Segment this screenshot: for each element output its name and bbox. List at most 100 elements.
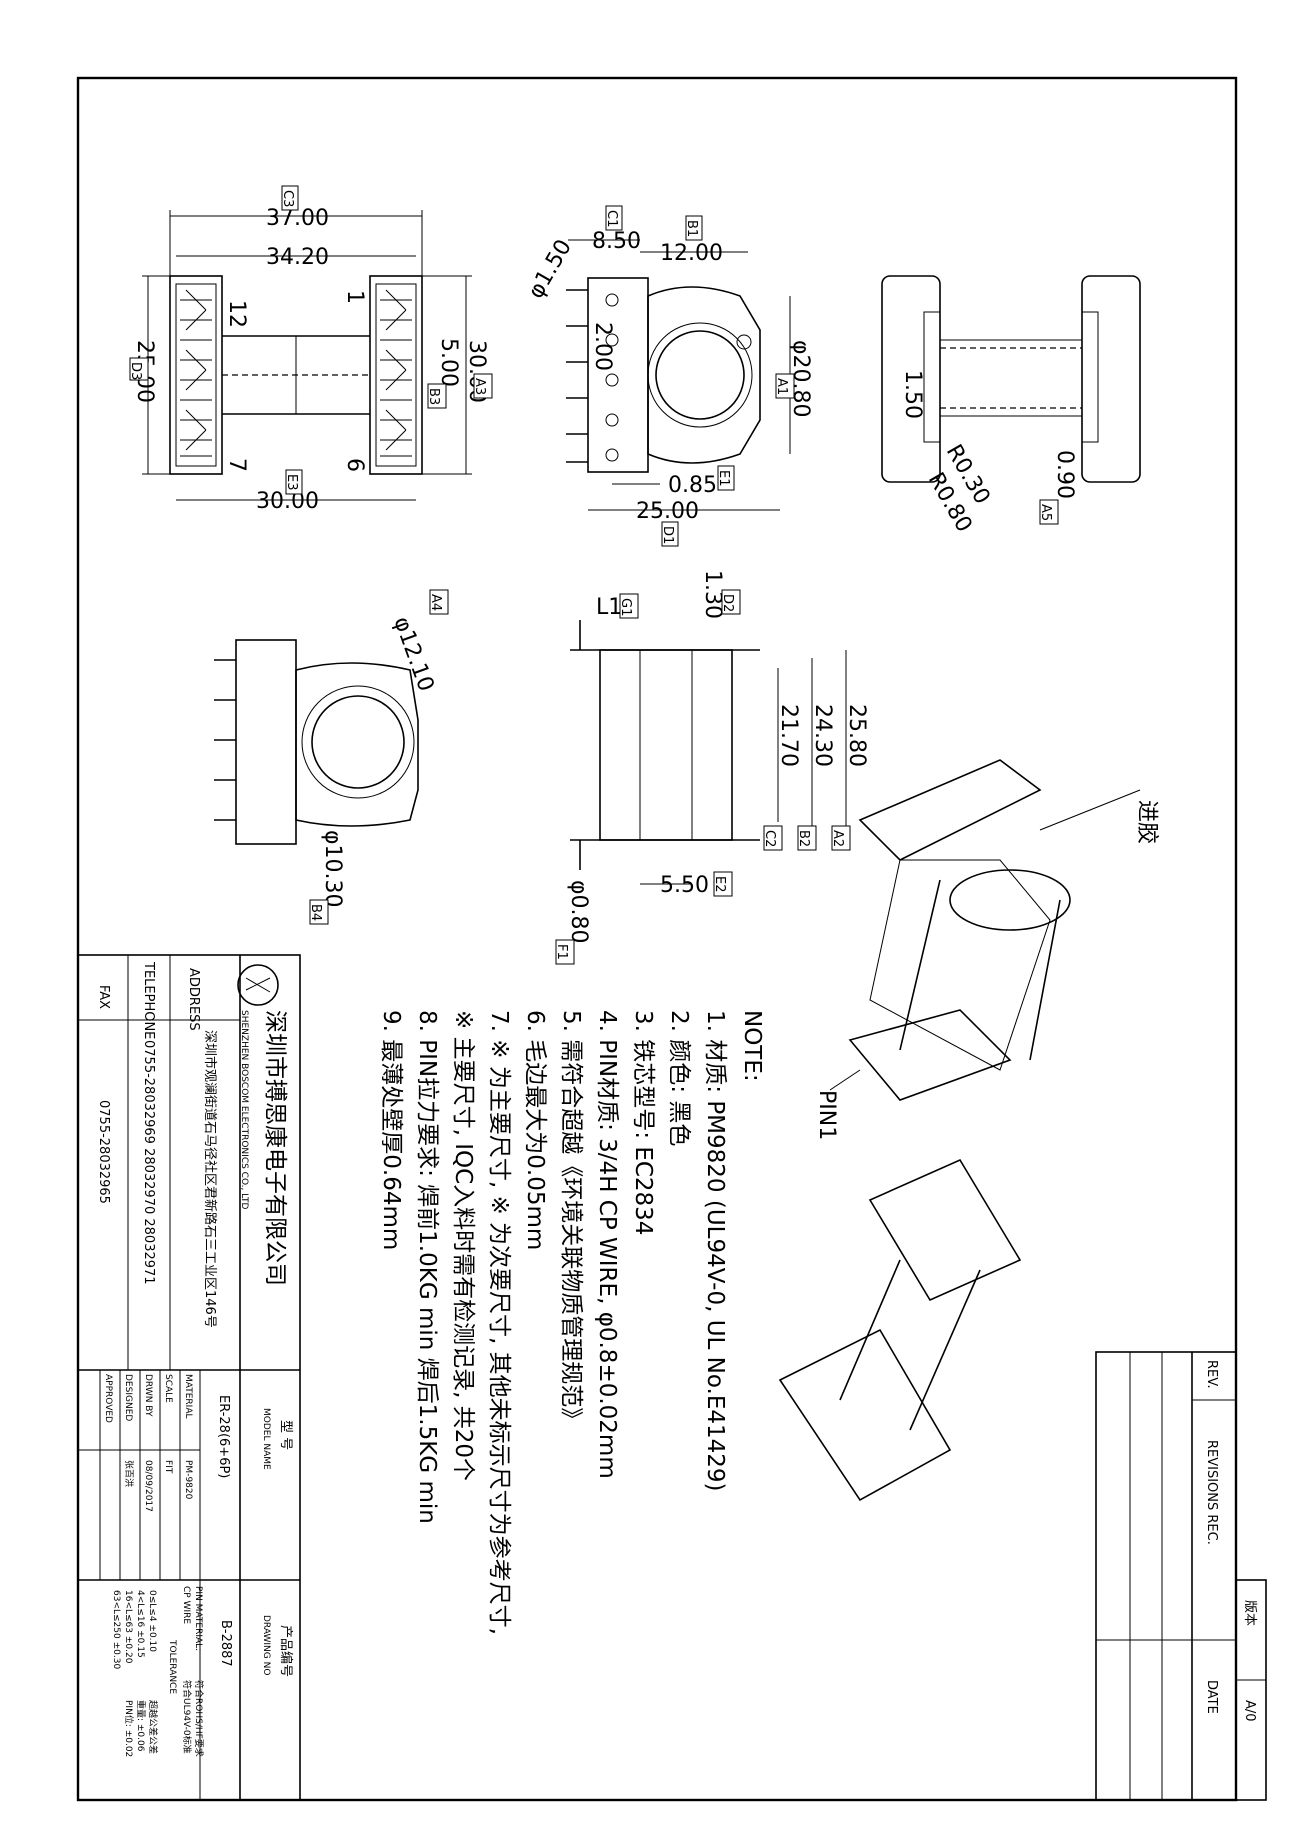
tag-a2: A2: [830, 830, 845, 847]
top-view: 1.50 R0.30 R0.80 0.90 A5: [881, 275, 1141, 537]
tag-d2: D2: [720, 594, 735, 612]
note-7b: ※ 主要尺寸, IQC入料时需有检测记录, 共20个: [450, 1010, 476, 1481]
version-label: 版本: [1242, 1600, 1257, 1626]
dim-phi-10-30: φ10.30: [320, 830, 345, 908]
designed-label: DESIGNED: [123, 1374, 133, 1421]
tag-a1: A1: [774, 378, 789, 395]
notes-block: NOTE: 1. 材质: PM9820 (UL94V-0, UL No.E414…: [378, 1010, 765, 1635]
note-8: 8. PIN拉力要求: 焊前1.0KG min 焊后1.5KG min: [414, 1010, 440, 1524]
tag-b4: B4: [308, 904, 323, 921]
tag-b1: B1: [684, 220, 699, 237]
bottom-left-view: φ12.10 A4 φ10.30 B4: [214, 589, 449, 925]
side-view: 8.50 C1 12.00 B1 φ1.50 2.00 φ20.80 A1 0.…: [524, 205, 813, 547]
dim-21-70: 21.70: [776, 704, 801, 767]
dim-1-50: 1.50: [900, 370, 925, 419]
tag-e1: E1: [716, 470, 731, 487]
tol-note-3: PIN位: ±0.02: [123, 1700, 135, 1757]
label-pin1: PIN1: [814, 1090, 839, 1140]
drawing-no-value: B-2887: [218, 1620, 233, 1667]
address-label: ADDRESS: [186, 968, 201, 1031]
tag-a3: A3: [472, 378, 487, 395]
version-value: A/0: [1242, 1700, 1257, 1722]
isometric-views: 进胶 PIN1: [778, 759, 1159, 1502]
telephone-value: 0755-28032969 28032970 28032971: [141, 1040, 156, 1285]
fax-label: FAX: [96, 985, 111, 1009]
dim-34-20: 34.20: [266, 245, 329, 270]
note-6: 6. 毛边最大为0.05mm: [522, 1010, 548, 1250]
pin-label-7: 7: [224, 458, 249, 472]
company-name-en: SHENZHEN BOSCOM ELECTRONICS CO., LTD: [239, 1010, 249, 1210]
dim-25-80: 25.80: [844, 704, 869, 767]
tag-a4: A4: [428, 594, 443, 611]
tag-e3: E3: [284, 474, 299, 491]
address-value: 深圳市观澜街道石马径社区君新路石三工业区146号: [202, 1030, 218, 1328]
note-4: 4. PIN材质: 3/4H CP WIRE, φ0.8±0.02mm: [594, 1010, 620, 1479]
notes-heading: NOTE:: [739, 1010, 765, 1082]
material-value: PM-9820: [183, 1460, 193, 1500]
tag-g1: G1: [618, 598, 633, 616]
dim-phi-0-80: φ0.80: [566, 880, 591, 944]
telephone-label: TELEPHONE: [141, 961, 156, 1039]
title-block: 深圳市搏思康电子有限公司 SHENZHEN BOSCOM ELECTRONICS…: [77, 954, 301, 1801]
tag-e2: E2: [712, 876, 727, 893]
model-label-cn: 型 号: [278, 1420, 293, 1450]
tolerance-3: 16<L≤63 ±0.20: [123, 1590, 133, 1664]
note-1: 1. 材质: PM9820 (UL94V-0, UL No.E41429): [702, 1010, 728, 1492]
tag-c1: C1: [604, 210, 619, 227]
rev-label: REV.: [1204, 1360, 1219, 1389]
pin-label-12: 12: [224, 300, 249, 328]
tol-note-1: 超越公差公差: [147, 1700, 159, 1754]
front-view: 12 1 7 6 37.00 C3 34.20 25.00 D3 5.00 B3…: [128, 185, 493, 514]
drawing-label-en: DRAWING NO: [261, 1615, 271, 1675]
ul-note: 符合UL94V-0标准: [181, 1680, 193, 1754]
tol-note-2: 重量: ±0.06: [135, 1700, 147, 1752]
date-label: DATE: [1204, 1680, 1219, 1714]
dim-0-90: 0.90: [1052, 450, 1077, 499]
note-7: 7. ※ 为主要尺寸, ※ 为次要尺寸, 其他未标示尺寸为参考尺寸,: [486, 1010, 512, 1635]
pin-material-label: PIN MATERIAL:: [193, 1586, 203, 1651]
revisions-block: REV. REVISIONS REC. DATE 版本 A/0: [1095, 1351, 1267, 1801]
company-name-cn: 深圳市搏思康电子有限公司: [262, 1010, 288, 1286]
pin-material-value: CP WIRE: [181, 1586, 191, 1624]
dim-8-50: 8.50: [592, 229, 641, 254]
tag-d3: D3: [128, 362, 143, 380]
dim-5: 5.00: [436, 338, 461, 387]
tag-c3: C3: [280, 190, 295, 207]
tag-b3: B3: [426, 388, 441, 405]
drawn-label: DRWN BY: [143, 1374, 153, 1417]
material-label: MATERIAL: [183, 1374, 193, 1419]
tolerance-1: 0≤L≤4 ±0.10: [147, 1590, 157, 1652]
revisions-rec-label: REVISIONS REC.: [1204, 1440, 1219, 1545]
dim-1-30: 1.30: [700, 570, 725, 619]
tag-c2: C2: [762, 830, 777, 847]
note-9: 9. 最薄处壁厚0.64mm: [378, 1010, 404, 1250]
tag-f1: F1: [554, 944, 569, 960]
tolerance-2: 4<L≤16 ±0.15: [135, 1590, 145, 1658]
dim-5-50: 5.50: [660, 873, 709, 898]
dim-12: 12.00: [660, 241, 723, 266]
approved-label: APPROVED: [103, 1374, 113, 1423]
fax-value: 0755-28032965: [96, 1100, 111, 1204]
rohs-note: 符合ROHS/HF要求: [193, 1680, 205, 1757]
dim-2-00: 2.00: [590, 322, 615, 371]
tolerance-label: TOLERANCE: [167, 1639, 177, 1694]
note-2: 2. 颜色: 黑色: [666, 1010, 692, 1146]
bottom-middle-view: L1 G1 1.30 D2 25.80 A2 24.30 B2 21.70 C2…: [554, 570, 869, 965]
note-5: 5. 需符合超越《环境关联物质管理规范》: [558, 1010, 584, 1430]
tolerance-4: 63<L≤250 ±0.30: [111, 1590, 121, 1669]
designer-name: 张百洪: [123, 1460, 135, 1487]
tag-b2: B2: [796, 830, 811, 847]
dim-0-85: 0.85: [668, 473, 717, 498]
dim-l1: L1: [596, 595, 622, 620]
note-3: 3. 铁芯型号: EC2834: [630, 1010, 656, 1235]
tag-d1: D1: [660, 526, 675, 544]
label-injection: 进胶: [1134, 800, 1159, 844]
dim-phi-12-10: φ12.10: [388, 614, 438, 695]
dim-phi-1-50: φ1.50: [524, 236, 577, 303]
company-logo: [237, 964, 279, 1006]
sheet-border: [76, 76, 1238, 1802]
pin-label-6: 6: [342, 458, 367, 472]
drawing-label-cn: 产品编号: [278, 1625, 293, 1677]
dim-25-side: 25.00: [636, 499, 699, 524]
